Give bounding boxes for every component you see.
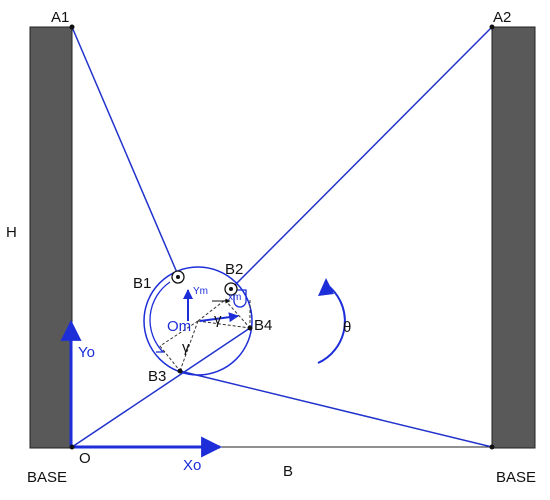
label-a2: A2	[493, 9, 511, 26]
point-b4	[247, 325, 253, 331]
point-b3	[177, 368, 183, 374]
label-theta: θ	[343, 319, 351, 336]
platform-inner-arc	[149, 281, 171, 353]
rotation-arrow	[317, 283, 346, 364]
xm-axis	[199, 312, 239, 323]
rotation-arrowhead	[318, 278, 334, 296]
origin-point	[69, 444, 75, 450]
label-gamma-upper: γ	[214, 311, 222, 328]
label-base-right: BASE	[496, 469, 536, 486]
label-h: H	[6, 224, 17, 241]
anchor-a1	[69, 24, 75, 30]
platform-notch	[233, 289, 247, 308]
pulley-b1-center	[176, 275, 180, 279]
cable-a1-b1	[71, 26, 179, 276]
label-o: O	[79, 450, 91, 467]
label-gamma-lower: γ	[182, 339, 190, 356]
cable-o-b4	[71, 327, 251, 448]
label-b1: B1	[133, 275, 151, 292]
label-a1: A1	[51, 9, 69, 26]
label-ym: Ym	[193, 286, 208, 297]
cable-b3-base	[179, 370, 493, 448]
label-b2: B2	[225, 261, 243, 278]
label-xm: xm	[228, 292, 241, 303]
label-b3: B3	[148, 368, 166, 385]
left-wall	[29, 26, 73, 449]
label-base-left: BASE	[27, 469, 67, 486]
label-b4: B4	[254, 317, 272, 334]
label-om: Om	[167, 318, 191, 335]
anchor-a2	[489, 24, 495, 30]
label-yo: Yo	[78, 344, 95, 361]
construction-lines	[159, 299, 251, 372]
pulley-b2-center	[229, 287, 233, 291]
platform-body	[143, 266, 253, 376]
base-right-point	[489, 444, 495, 450]
cable-a2-b2	[231, 26, 493, 289]
label-xo: Xo	[183, 457, 201, 474]
right-wall	[491, 26, 536, 449]
label-b: B	[283, 463, 293, 480]
